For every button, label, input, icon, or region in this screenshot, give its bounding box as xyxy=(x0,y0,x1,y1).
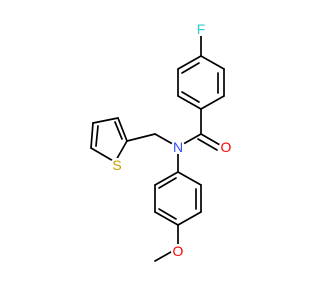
bond xyxy=(158,208,177,220)
bond xyxy=(177,95,202,110)
molecule-structure-canvas: F O N S O xyxy=(90,21,233,262)
carbonyl-oxygen-label: O xyxy=(221,139,232,155)
bond xyxy=(95,125,99,147)
bond xyxy=(126,133,156,142)
methoxy-oxygen-atom: O xyxy=(171,243,185,259)
nitrogen-atom: N xyxy=(171,139,185,155)
fluorine-atom: F xyxy=(194,21,208,37)
bond xyxy=(158,177,177,189)
atom-labels: F O N S O xyxy=(110,21,233,259)
nitrogen-label: N xyxy=(173,139,183,155)
bond xyxy=(181,91,200,103)
bond xyxy=(200,95,225,110)
carbonyl-oxygen-atom: O xyxy=(219,139,233,155)
bond xyxy=(177,171,202,186)
bond xyxy=(117,117,128,142)
bond xyxy=(177,211,202,226)
bond xyxy=(114,121,123,140)
bond xyxy=(197,138,218,151)
bond-lines xyxy=(90,35,225,262)
bond xyxy=(200,133,221,146)
methoxy-oxygen-label: O xyxy=(173,243,184,259)
bond xyxy=(200,55,225,70)
sulfur-atom: S xyxy=(110,157,124,173)
bond xyxy=(90,147,116,163)
bond xyxy=(154,211,179,226)
bond xyxy=(90,122,94,149)
sulfur-label: S xyxy=(112,157,121,173)
bond xyxy=(181,62,200,74)
fluorine-label: F xyxy=(197,21,206,37)
bond xyxy=(177,55,202,70)
bond xyxy=(154,171,179,186)
bond xyxy=(92,117,119,124)
